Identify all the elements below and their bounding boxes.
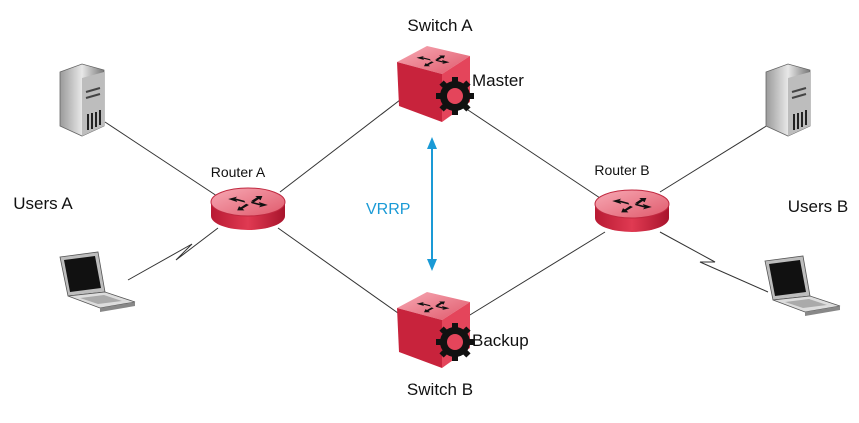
switch-a-label: Switch A	[407, 16, 473, 35]
switch-b-label: Switch B	[407, 380, 473, 399]
link-switch-a-router-a	[279, 99, 401, 193]
link-laptop-a-router-a	[127, 227, 219, 281]
link-server-b-router-b	[659, 124, 769, 193]
link-router-a-switch-b	[277, 227, 406, 319]
router-a-icon	[211, 188, 285, 230]
master-label: Master	[472, 71, 524, 90]
server-a-icon	[59, 63, 105, 137]
router-b-label: Router B	[594, 162, 649, 178]
network-links	[104, 99, 769, 319]
server-b-icon	[765, 63, 811, 137]
backup-label: Backup	[472, 331, 529, 350]
link-server-a-router-a	[104, 121, 221, 199]
users-b-label: Users B	[788, 197, 848, 216]
switch-a-icon	[397, 46, 474, 122]
link-switch-b-router-b	[464, 231, 606, 319]
link-laptop-b-router-b	[659, 231, 769, 293]
laptop-a-icon	[59, 251, 136, 313]
router-a-label: Router A	[211, 164, 266, 180]
vrrp-double-arrow-icon	[427, 137, 437, 271]
router-b-icon	[595, 190, 669, 232]
vrrp-label: VRRP	[366, 201, 410, 218]
laptop-b-icon	[764, 255, 841, 317]
link-switch-a-router-b	[464, 107, 601, 199]
switch-b-icon	[397, 292, 474, 368]
users-a-label: Users A	[13, 194, 73, 213]
